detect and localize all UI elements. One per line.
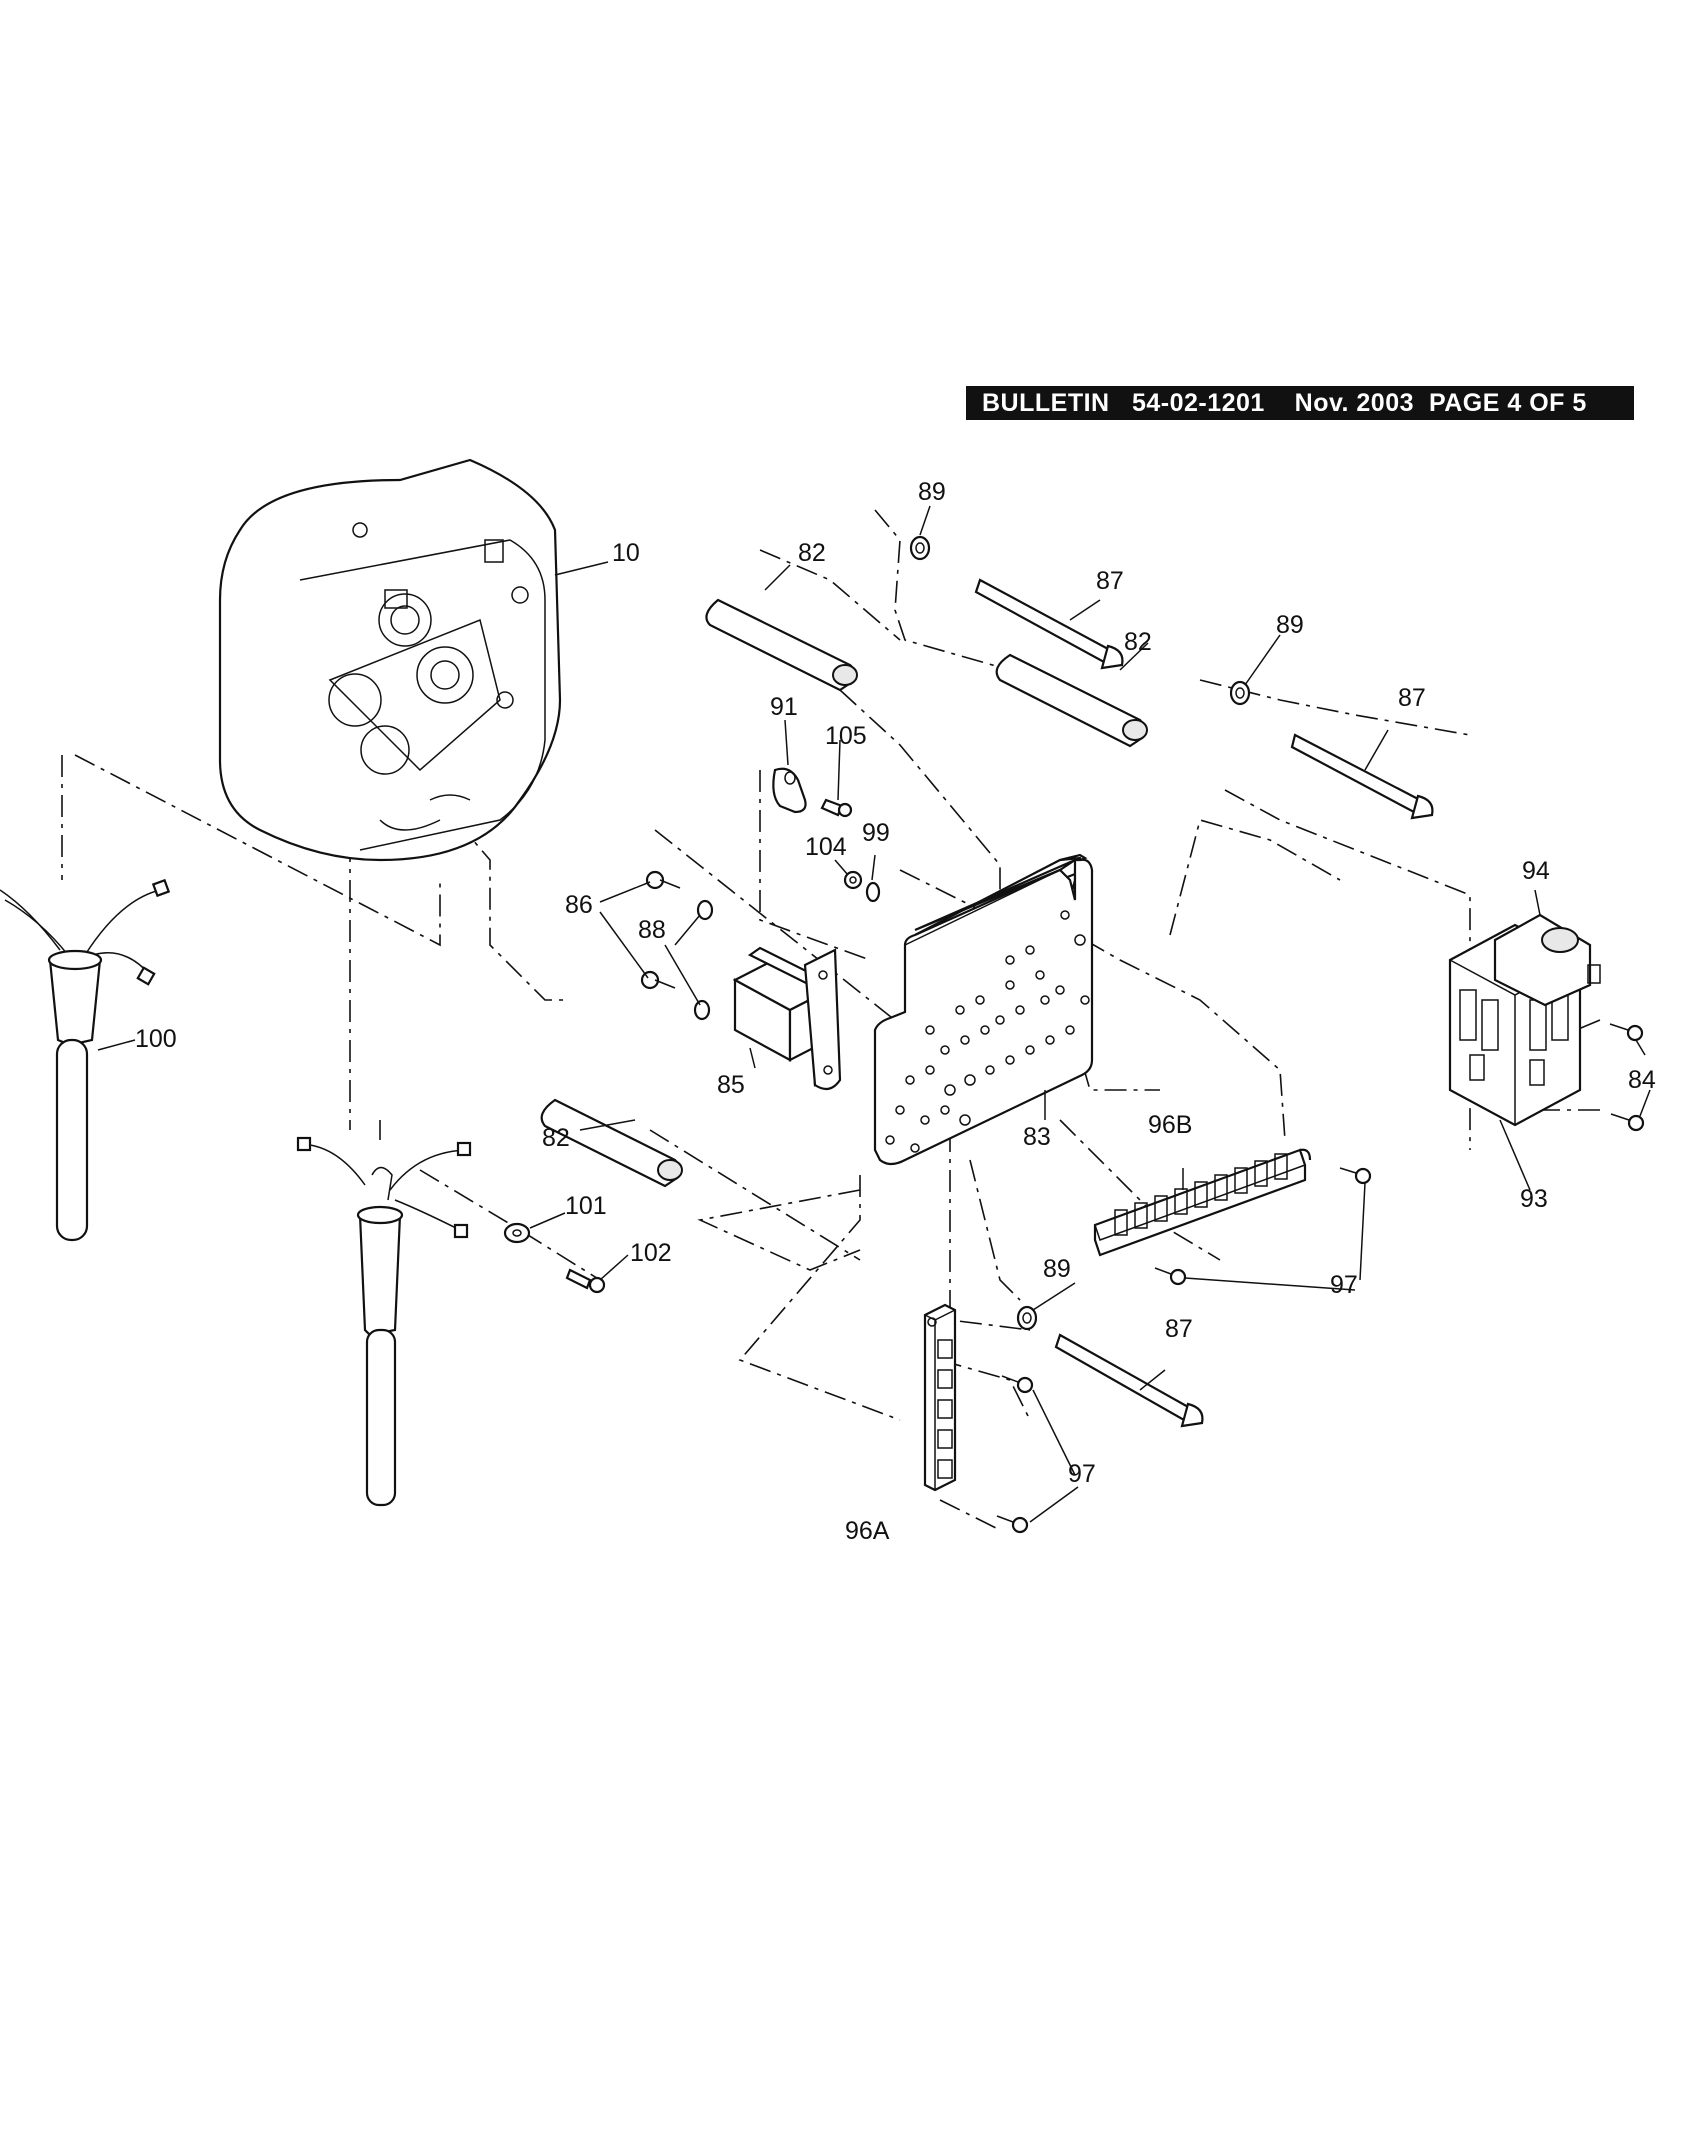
callout-104: 104	[805, 833, 847, 861]
spacer-part-82-upper	[705, 598, 858, 692]
callout-82-upper: 82	[798, 539, 826, 567]
terminal-strip-part-96a	[923, 1303, 957, 1492]
callout-97-lower: 97	[1068, 1460, 1096, 1488]
callout-87-lower: 87	[1165, 1315, 1193, 1343]
callout-96a: 96A	[845, 1517, 890, 1545]
callout-97-upper: 97	[1330, 1271, 1358, 1299]
washer-part-99	[865, 881, 881, 903]
screw-part-86-upper	[645, 870, 681, 890]
transformer-part-85	[732, 946, 842, 1091]
leader-lines	[97, 505, 1651, 1523]
callout-93: 93	[1520, 1185, 1548, 1213]
callout-96b: 96B	[1148, 1111, 1192, 1139]
callout-100: 100	[135, 1025, 177, 1053]
sensor-probe-part-100-center	[296, 1136, 472, 1507]
terminal-strip-part-96b	[1093, 1148, 1312, 1257]
callout-89-right: 89	[1276, 611, 1304, 639]
washer-part-89-upper	[909, 535, 931, 561]
washer-part-89-lower	[1016, 1305, 1038, 1331]
callout-105: 105	[825, 722, 867, 750]
callout-101: 101	[565, 1192, 607, 1220]
callout-87-upper: 87	[1096, 567, 1124, 595]
terminal-cells-96b	[1114, 1153, 1288, 1236]
screw-part-97-96b-bottom	[1154, 1267, 1187, 1286]
callout-91: 91	[770, 693, 798, 721]
screw-part-97-96a-bottom	[996, 1515, 1029, 1534]
screw-part-86-lower	[640, 970, 676, 990]
long-screw-part-87-upper	[974, 578, 1124, 670]
callout-89-lower: 89	[1043, 1255, 1071, 1283]
long-screw-part-87-lower	[1054, 1333, 1204, 1428]
callout-102: 102	[630, 1239, 672, 1267]
callout-82-right: 82	[1124, 628, 1152, 656]
washer-part-88-upper	[696, 899, 714, 921]
callout-94: 94	[1522, 857, 1550, 885]
screw-part-84-lower	[1610, 1113, 1645, 1132]
screw-part-105	[820, 798, 853, 818]
callout-83: 83	[1023, 1123, 1051, 1151]
bulletin-page: PAGE 4 OF 5	[1428, 389, 1587, 417]
bulletin-number: 54-02-1201	[1131, 389, 1265, 417]
callout-88: 88	[638, 916, 666, 944]
washer-part-89-right	[1229, 680, 1251, 706]
callout-87-right: 87	[1398, 684, 1426, 712]
screw-part-97-96a-top	[1001, 1375, 1034, 1394]
plate-holes	[885, 910, 1090, 1153]
screw-part-97-96b-right	[1339, 1167, 1372, 1185]
coil-part-94	[1493, 913, 1601, 1007]
enclosure-cover-part-10	[218, 458, 562, 862]
callout-84: 84	[1628, 1066, 1656, 1094]
callout-86: 86	[565, 891, 593, 919]
screw-part-84-upper	[1609, 1023, 1644, 1042]
callout-82-lower: 82	[542, 1124, 570, 1152]
washer-part-101	[503, 1222, 531, 1244]
spacer-part-82-right	[995, 653, 1148, 748]
callout-labels: 10 82 82 82 83 84 85 86 87 87 87 88 89 8…	[135, 478, 1656, 1545]
bulletin-label: BULLETIN	[982, 389, 1110, 417]
callout-99: 99	[862, 819, 890, 847]
washer-part-88-lower	[693, 999, 711, 1021]
bulletin-header-bar: BULLETIN 54-02-1201 Nov. 2003 PAGE 4 OF …	[966, 386, 1634, 420]
callout-85: 85	[717, 1071, 745, 1099]
long-screw-part-87-right	[1290, 733, 1434, 820]
mounting-plate-part-83	[873, 853, 1094, 1166]
screw-part-102	[565, 1268, 606, 1294]
bulletin-date: Nov. 2003	[1294, 389, 1415, 417]
spacer-part-82-lower	[540, 1098, 683, 1188]
nut-part-104	[843, 870, 863, 890]
assembly-lines	[61, 509, 1601, 1531]
callout-89-upper: 89	[918, 478, 946, 506]
clamp-part-91	[772, 767, 807, 814]
callout-10: 10	[612, 539, 640, 567]
sensor-probe-part-100-left	[0, 878, 171, 1242]
